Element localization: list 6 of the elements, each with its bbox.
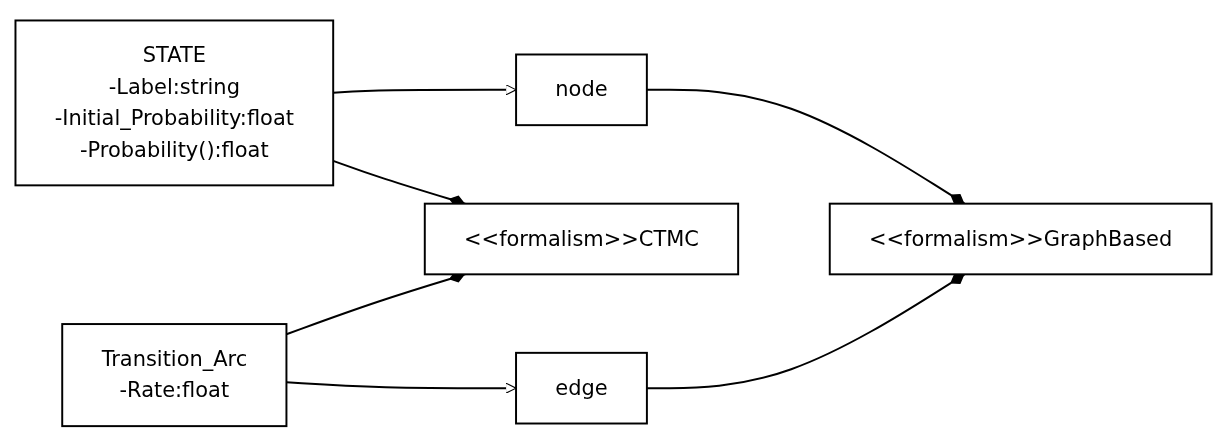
node-box: node bbox=[515, 53, 648, 127]
node-box: <<formalism>>CTMC bbox=[423, 202, 740, 276]
node-box: <<formalism>>GraphBased bbox=[828, 202, 1213, 276]
node-box: Transition_Arc -Rate:float bbox=[61, 323, 288, 428]
node-box: edge bbox=[515, 352, 648, 425]
node-box: STATE -Label:string -Initial_Probability:float -Probability():float bbox=[14, 19, 335, 187]
